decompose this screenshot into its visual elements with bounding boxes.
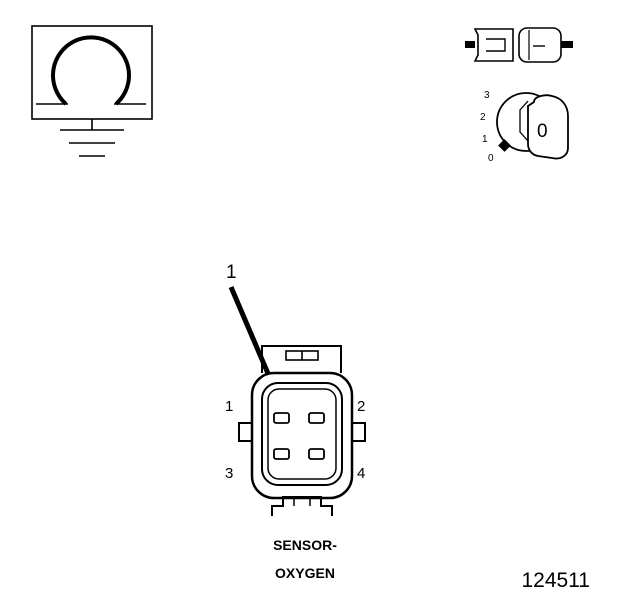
ohmmeter-symbol-icon (31, 25, 153, 157)
pin-label-2: 2 (357, 398, 365, 415)
pin-label-3: 3 (225, 465, 233, 482)
key-position-0: 0 (488, 153, 494, 164)
figure-number: 124511 (521, 569, 590, 592)
oxygen-sensor-connector (238, 345, 366, 516)
key-position-3: 3 (484, 90, 490, 101)
symbol-frame (31, 25, 153, 120)
callout-label: 1 (226, 262, 237, 283)
terminal-2 (308, 412, 325, 424)
pin-label-4: 4 (357, 465, 365, 482)
caption-line-1: SENSOR- (273, 537, 337, 553)
terminal-3 (273, 448, 290, 460)
key-head (527, 94, 569, 160)
omega-glyph (51, 35, 131, 106)
key-position-2: 2 (480, 112, 486, 123)
pin-label-1: 1 (225, 398, 233, 415)
key-position-1: 1 (482, 134, 488, 145)
disconnect-connector-icon (465, 27, 573, 63)
key-glyph: 0 (537, 121, 548, 142)
key-indicator-icon (498, 139, 511, 152)
ground-icon (60, 129, 124, 157)
terminal-4 (308, 448, 325, 460)
terminal-1 (273, 412, 290, 424)
ignition-key-icon: 3 2 1 0 0 (480, 90, 569, 164)
caption-line-2: OXYGEN (275, 565, 335, 581)
